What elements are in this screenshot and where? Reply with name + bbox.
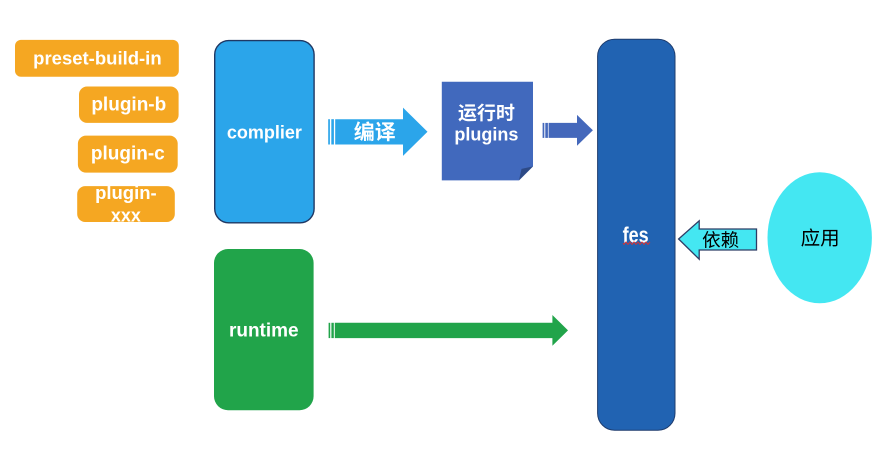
svg-text:complier: complier (227, 123, 302, 143)
svg-text:plugin-b: plugin-b (91, 95, 166, 116)
svg-text:runtime: runtime (229, 320, 299, 341)
svg-text:plugins: plugins (454, 124, 518, 144)
svg-text:preset-build-in: preset-build-in (33, 48, 161, 69)
svg-text:xxx: xxx (111, 206, 141, 226)
svg-text:plugin-c: plugin-c (91, 144, 165, 165)
svg-text:plugin-: plugin- (95, 182, 157, 203)
